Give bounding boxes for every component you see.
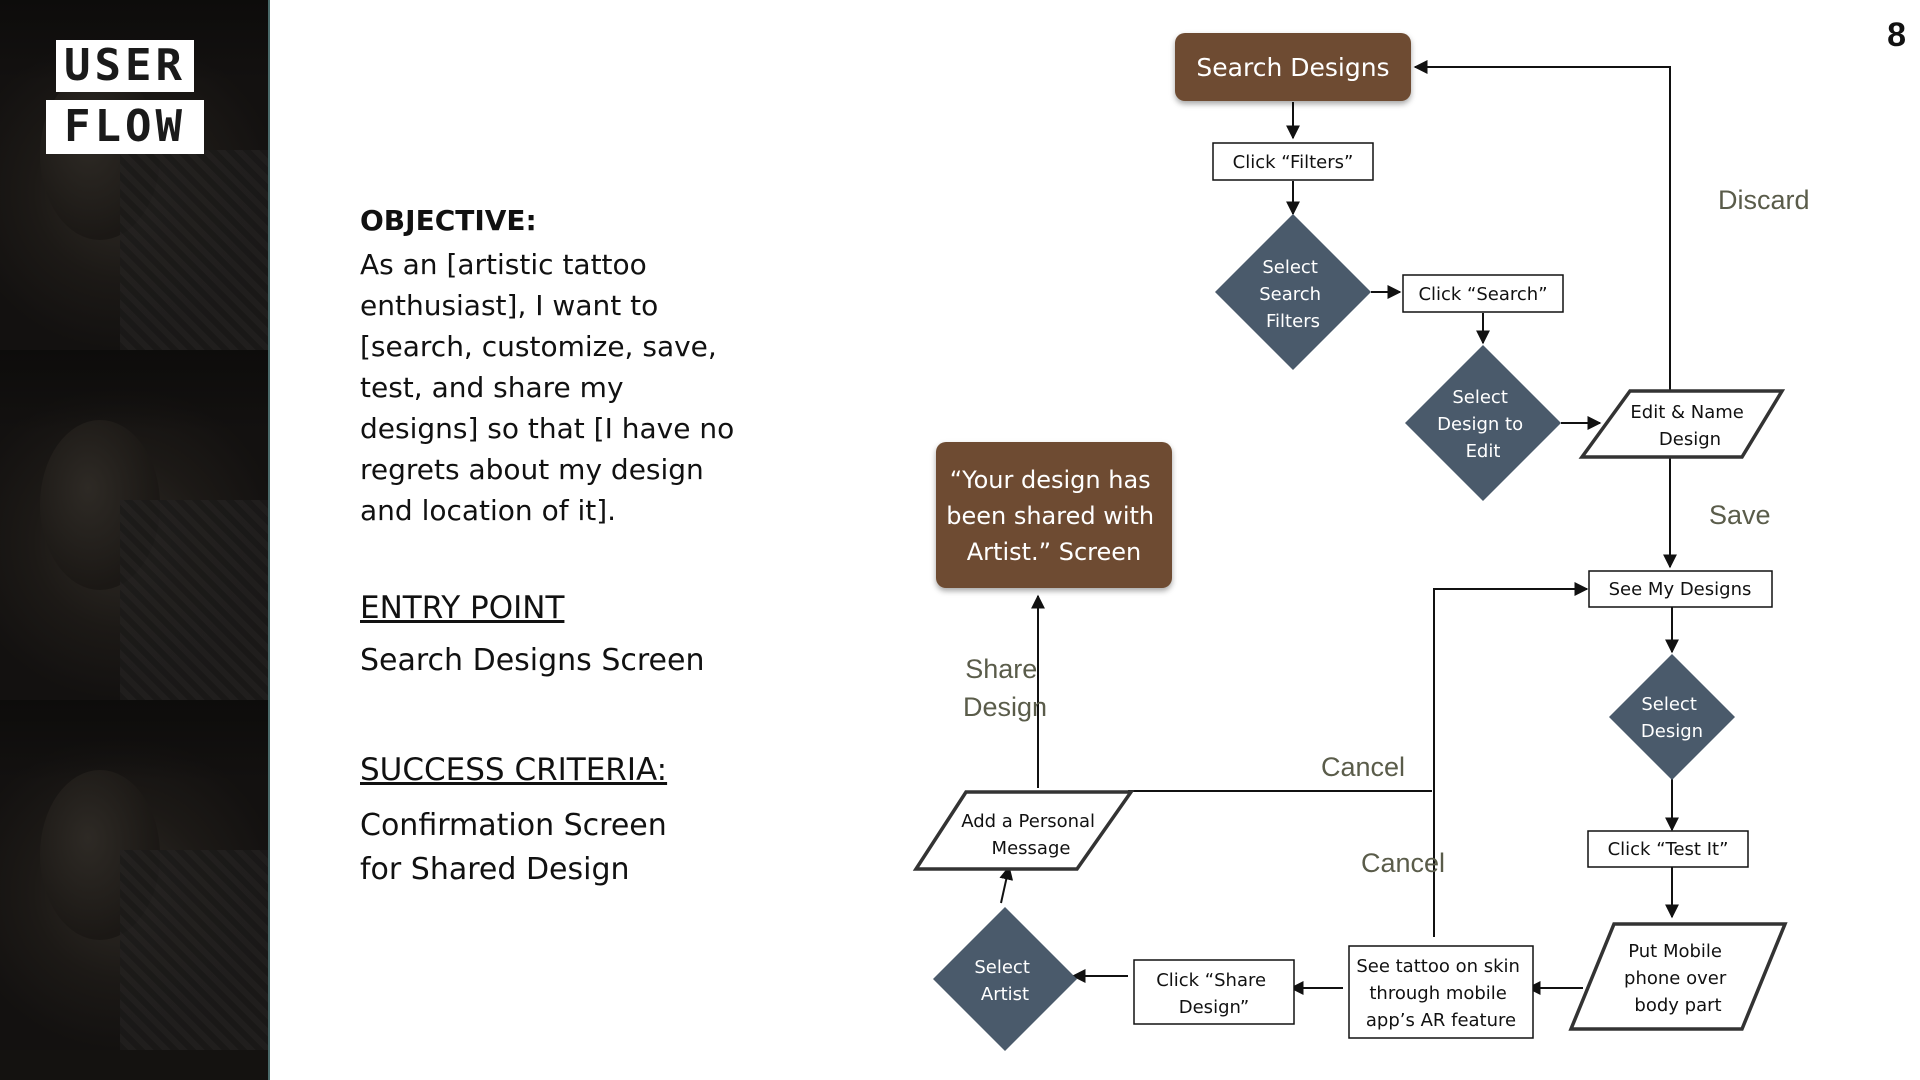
logo-flow: FLOW [46, 100, 204, 154]
photo-panel [0, 350, 268, 700]
node-see-tattoo-label: See tattoo on skin through mobile app’s … [1356, 956, 1525, 1031]
logo-user: USER [56, 40, 194, 92]
node-select-artist-label: Select Artist [974, 957, 1035, 1005]
node-click-test-it: Click “Test It” [1587, 830, 1749, 868]
success-criteria-heading: SUCCESS CRITERIA: [360, 752, 668, 788]
node-search-designs: Search Designs [1175, 33, 1411, 101]
node-put-mobile: Put Mobile phone over body part [1568, 922, 1788, 1031]
objective-text: As an [artistic tattoo enthusiast], I wa… [360, 248, 735, 527]
node-click-share-design: Click “Share Design” [1133, 959, 1295, 1025]
edge-label-save: Save [1709, 500, 1771, 530]
edge-discard [1413, 60, 1671, 395]
node-click-filters-label: Click “Filters” [1233, 152, 1354, 173]
success-criteria-text: Confirmation Screen for Shared Design [360, 808, 667, 887]
edge-label-cancel-bottom: Cancel [1361, 848, 1445, 878]
edge-cancel-bottom [1433, 582, 1589, 937]
node-search-designs-label: Search Designs [1196, 53, 1389, 82]
node-see-my-designs: See My Designs [1588, 570, 1773, 608]
edge-label-share-design: Share Design [963, 654, 1047, 722]
entry-point-heading: ENTRY POINT [360, 590, 565, 626]
node-select-design-to-edit: Select Design to Edit [1405, 345, 1561, 501]
objective-heading: OBJECTIVE: [360, 204, 537, 237]
node-confirmation: “Your design has been shared with Artist… [936, 442, 1172, 588]
node-select-design-label: Select Design [1641, 694, 1703, 742]
photo-strip: USER FLOW [0, 0, 270, 1080]
node-see-my-designs-label: See My Designs [1609, 579, 1752, 600]
node-select-artist: Select Artist [933, 907, 1077, 1051]
node-click-search: Click “Search” [1402, 274, 1564, 313]
node-select-design-to-edit-label: Select Design to Edit [1437, 387, 1529, 462]
photo-panel [0, 700, 268, 1050]
node-see-tattoo: See tattoo on skin through mobile app’s … [1348, 945, 1534, 1039]
connectors [999, 60, 1679, 995]
node-select-search-filters: Select Search Filters [1215, 214, 1371, 370]
node-click-search-label: Click “Search” [1418, 284, 1547, 305]
node-select-search-filters-label: Select Search Filters [1259, 257, 1327, 332]
page-number: 8 [1887, 16, 1906, 54]
edge-label-discard: Discard [1718, 185, 1810, 215]
entry-point-text: Search Designs Screen [360, 643, 705, 678]
edge-label-cancel-top: Cancel [1321, 752, 1405, 782]
node-edit-name-design: Edit & Name Design [1578, 389, 1786, 459]
node-add-personal-message-label: Add a Personal Message [961, 811, 1101, 859]
node-select-design: Select Design [1609, 654, 1735, 780]
node-click-test-it-label: Click “Test It” [1608, 839, 1729, 860]
node-click-filters: Click “Filters” [1212, 142, 1374, 181]
node-click-share-design-label: Click “Share Design” [1156, 970, 1272, 1018]
edge-select-artist-to-message [999, 865, 1014, 904]
node-edit-name-design-label: Edit & Name Design [1630, 402, 1749, 450]
node-confirmation-label: “Your design has been shared with Artist… [946, 466, 1162, 566]
node-put-mobile-label: Put Mobile phone over body part [1624, 941, 1732, 1016]
node-add-personal-message: Add a Personal Message [912, 790, 1135, 871]
